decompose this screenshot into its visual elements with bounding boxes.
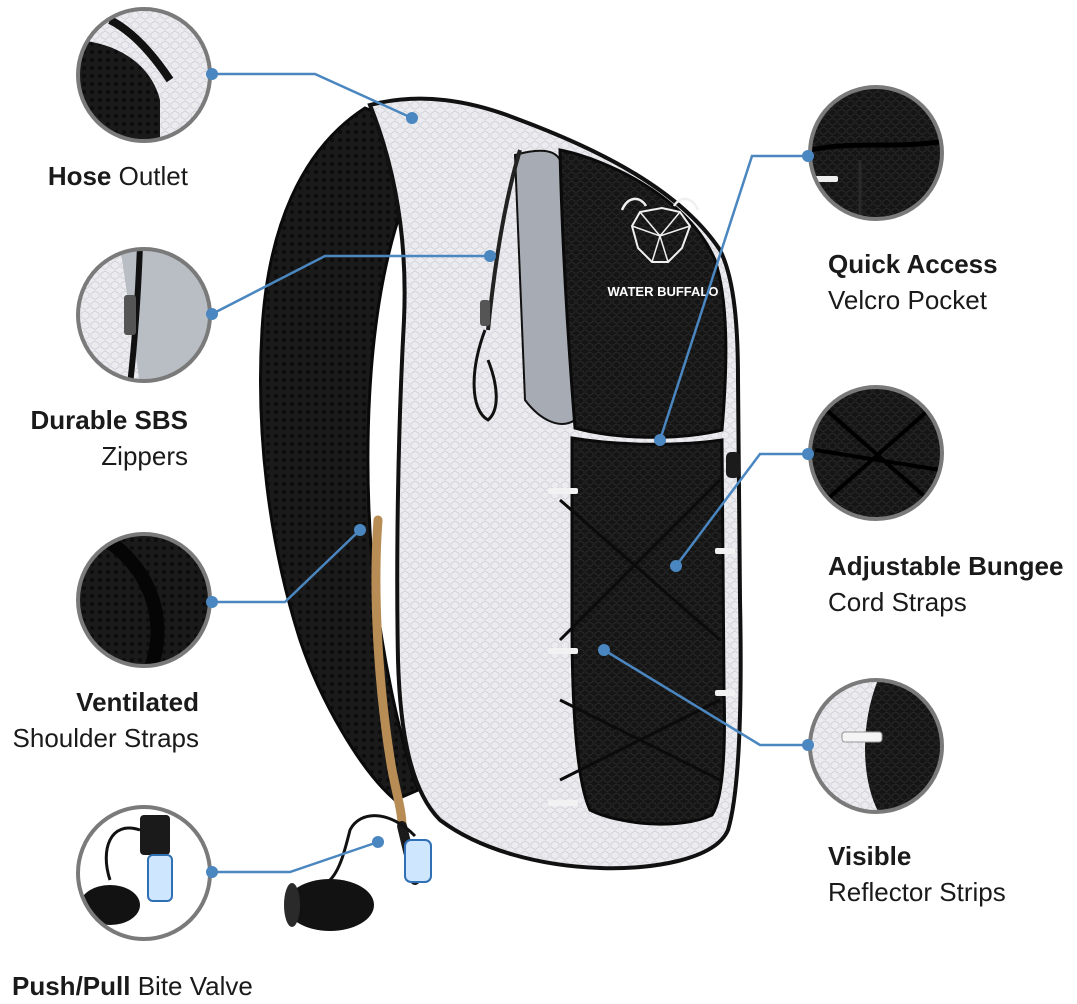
- feature-subtitle: Shoulder Straps: [12, 723, 199, 753]
- brand-logo: WATER BUFFALO: [608, 197, 719, 299]
- backpack: WATER BUFFALO: [259, 96, 743, 931]
- feature-title: Hose: [47, 161, 112, 191]
- svg-text:WATER BUFFALO: WATER BUFFALO: [608, 284, 719, 299]
- callout-line-hose: [212, 72, 413, 120]
- callout-line-zipper: [211, 254, 490, 316]
- feature-label-bite-valve: Push/Pull Bite Valve: [12, 968, 253, 1004]
- callout-dots: [206, 68, 814, 878]
- callout-line-strap: [212, 529, 361, 604]
- callout-lines: [211, 72, 808, 874]
- feature-title: Durable SBS: [30, 405, 189, 435]
- callout-line-reflector: [603, 648, 808, 747]
- reflector-detail: [810, 680, 942, 812]
- callout-line-bungee: [675, 452, 808, 567]
- bungee-detail: [810, 387, 942, 519]
- feature-label-hose-outlet: Hose Outlet: [20, 158, 188, 194]
- callout-line-pocket: [658, 154, 808, 441]
- bite-valve: [284, 814, 432, 931]
- shoulder-strap: [259, 106, 422, 802]
- feature-title: Visible: [828, 841, 912, 871]
- bungee-panel: [570, 436, 726, 826]
- feature-subtitle: Velcro Pocket: [828, 285, 987, 315]
- callout-line-valve: [212, 840, 379, 874]
- detail-circles: [76, 7, 944, 941]
- velcro-pocket-detail: [810, 87, 942, 219]
- feature-label-velcro-pocket: Quick Access Velcro Pocket: [828, 246, 998, 318]
- feature-subtitle: Zippers: [101, 441, 188, 471]
- feature-subtitle: Cord Straps: [828, 587, 967, 617]
- feature-subtitle: Outlet: [118, 161, 188, 191]
- feature-label-zippers: Durable SBS Zippers: [0, 402, 189, 474]
- feature-label-shoulder-straps: Ventilated Shoulder Straps: [0, 684, 199, 756]
- zipper-detail: [78, 249, 210, 381]
- feature-subtitle: Bite Valve: [137, 971, 253, 1001]
- feature-label-bungee: Adjustable Bungee Cord Straps: [828, 548, 1063, 620]
- hydration-hose: [371, 515, 407, 831]
- feature-label-reflector: Visible Reflector Strips: [828, 838, 1006, 910]
- bite-valve-detail: [78, 807, 210, 939]
- shoulder-strap-detail: [78, 534, 210, 666]
- hose-outlet-detail: [78, 9, 210, 141]
- feature-title: Adjustable Bungee: [828, 551, 1064, 581]
- feature-title: Ventilated: [76, 687, 199, 717]
- feature-title: Quick Access: [828, 249, 998, 279]
- feature-title: Push/Pull: [12, 971, 131, 1001]
- feature-subtitle: Reflector Strips: [828, 877, 1006, 907]
